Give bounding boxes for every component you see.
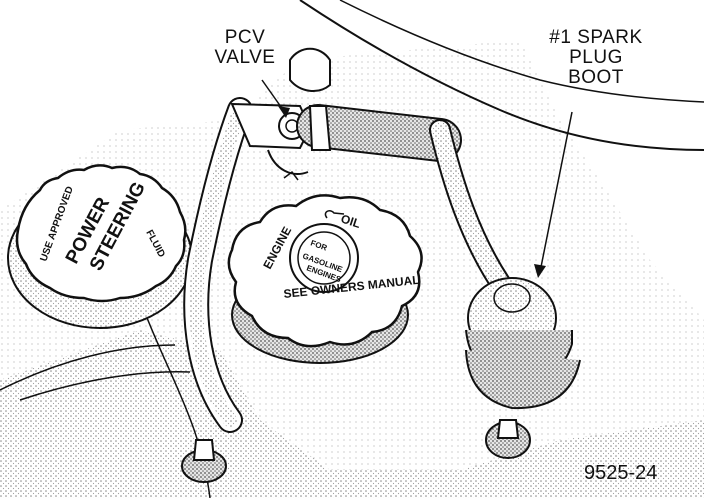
spark-callout-line1: #1 SPARK <box>549 27 643 48</box>
spark-plug-boot <box>465 277 581 410</box>
spark-plug-wire <box>429 119 516 301</box>
pcv-hose <box>183 97 253 433</box>
pcv-leader-arrow <box>278 106 290 118</box>
engine-left-edge <box>0 344 191 401</box>
lower-bolt-right <box>485 419 531 459</box>
oil-cap-top-right: OIL <box>339 212 362 231</box>
lower-bolt-left <box>181 439 227 483</box>
pcv-callout-line2: VALVE <box>214 47 276 68</box>
spark-plug-boot-callout: #1 SPARK PLUG BOOT <box>536 28 656 88</box>
spark-callout-line3: BOOT <box>568 67 624 88</box>
spark-callout-line2: PLUG <box>569 47 623 68</box>
figure-number: 9525-24 <box>584 462 658 484</box>
pcv-valve <box>230 102 312 181</box>
upper-bracket <box>289 47 331 92</box>
breather-hose <box>296 104 462 162</box>
fender-outline <box>299 0 704 151</box>
spark-boot-leader-arrow <box>534 264 546 278</box>
spark-boot-leader-line <box>539 111 573 273</box>
pcv-callout-line1: PCV <box>224 27 266 48</box>
oil-filler-cap: ENGINE OIL SEE OWNERS MANUAL FOR GASOLIN… <box>227 194 423 364</box>
pcv-valve-callout: PCV VALVE <box>205 28 285 68</box>
fender-inner-line <box>339 0 704 103</box>
